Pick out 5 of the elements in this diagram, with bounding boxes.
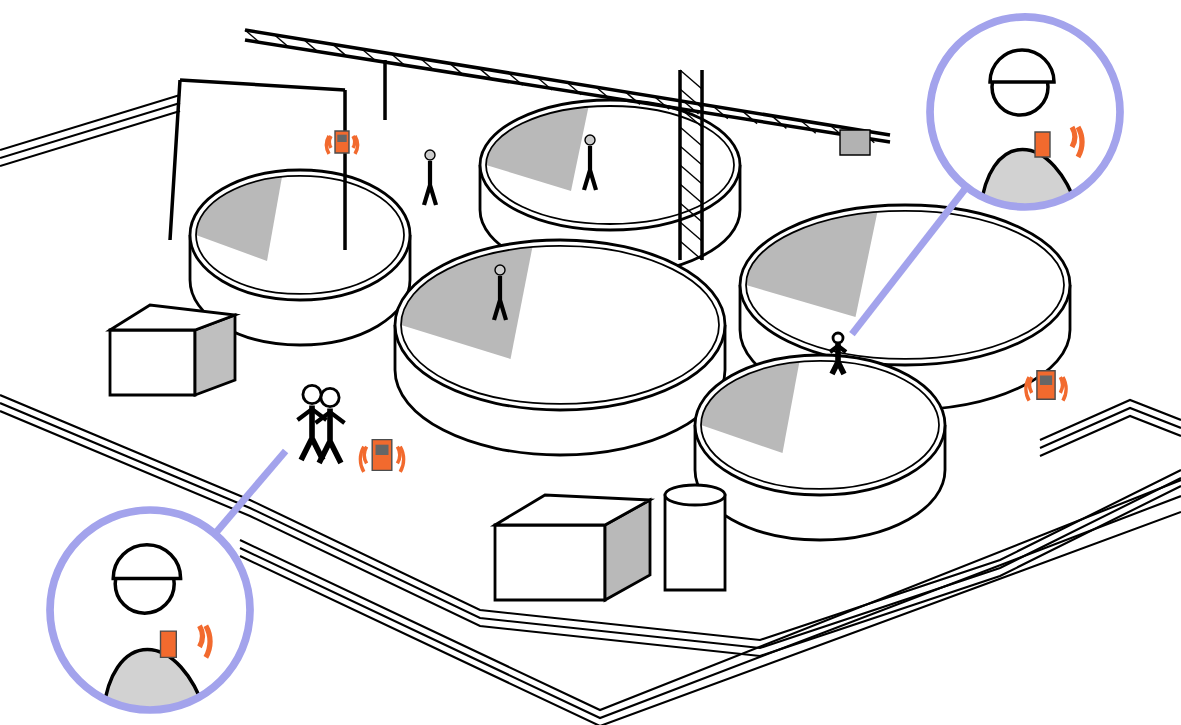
inset-circle <box>46 506 254 714</box>
worker-figure <box>296 384 346 466</box>
leader-line <box>212 448 289 536</box>
worker-figure <box>828 331 848 377</box>
inset-circle <box>926 13 1124 211</box>
